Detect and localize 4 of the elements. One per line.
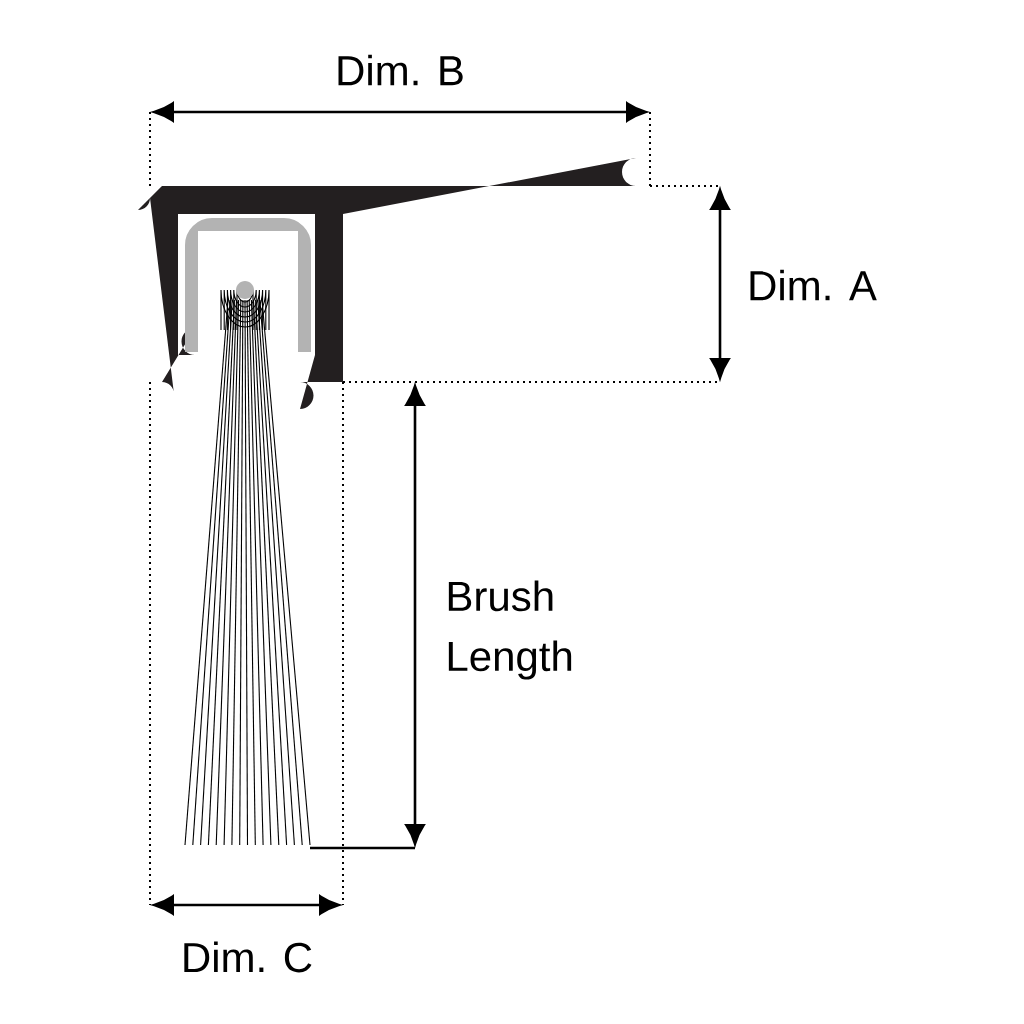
dimension-label: Dim. C	[184, 941, 312, 973]
dimension-label: Dim. A	[750, 269, 877, 301]
dimension-label: Dim. B	[338, 54, 463, 86]
dimension-label: Brush Length	[448, 580, 572, 680]
